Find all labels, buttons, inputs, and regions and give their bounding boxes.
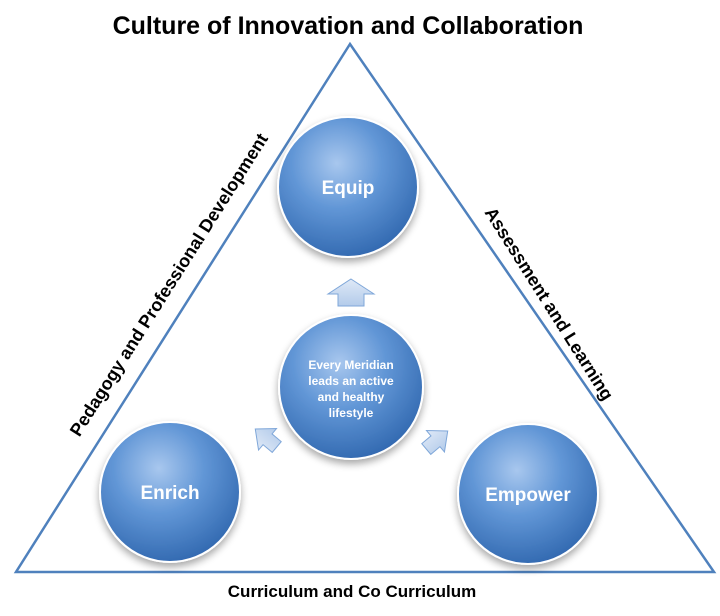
center-line-4: lifestyle bbox=[329, 406, 374, 420]
diagram-title: Culture of Innovation and Collaboration bbox=[113, 12, 584, 40]
arrow-up-icon bbox=[326, 278, 376, 307]
arrow-left-icon bbox=[254, 428, 282, 454]
equip-label: Equip bbox=[322, 178, 375, 199]
equip-node: Equip bbox=[277, 116, 419, 258]
empower-label: Empower bbox=[485, 485, 571, 506]
center-line-2: leads an active bbox=[308, 374, 394, 388]
enrich-node: Enrich bbox=[99, 421, 241, 563]
enrich-label: Enrich bbox=[140, 483, 199, 504]
bottom-label: Curriculum and Co Curriculum bbox=[228, 582, 476, 601]
left-side-label: Pedagogy and Professional Development bbox=[66, 130, 272, 440]
arrow-right-icon bbox=[421, 430, 449, 456]
outer-triangle bbox=[13, 41, 717, 574]
empower-node: Empower bbox=[457, 423, 599, 565]
center-line-3: and healthy bbox=[318, 390, 385, 404]
center-node: Every Meridian leads an active and healt… bbox=[278, 314, 424, 460]
right-side-label: Assessment and Learning bbox=[481, 204, 618, 404]
center-line-1: Every Meridian bbox=[308, 358, 393, 372]
